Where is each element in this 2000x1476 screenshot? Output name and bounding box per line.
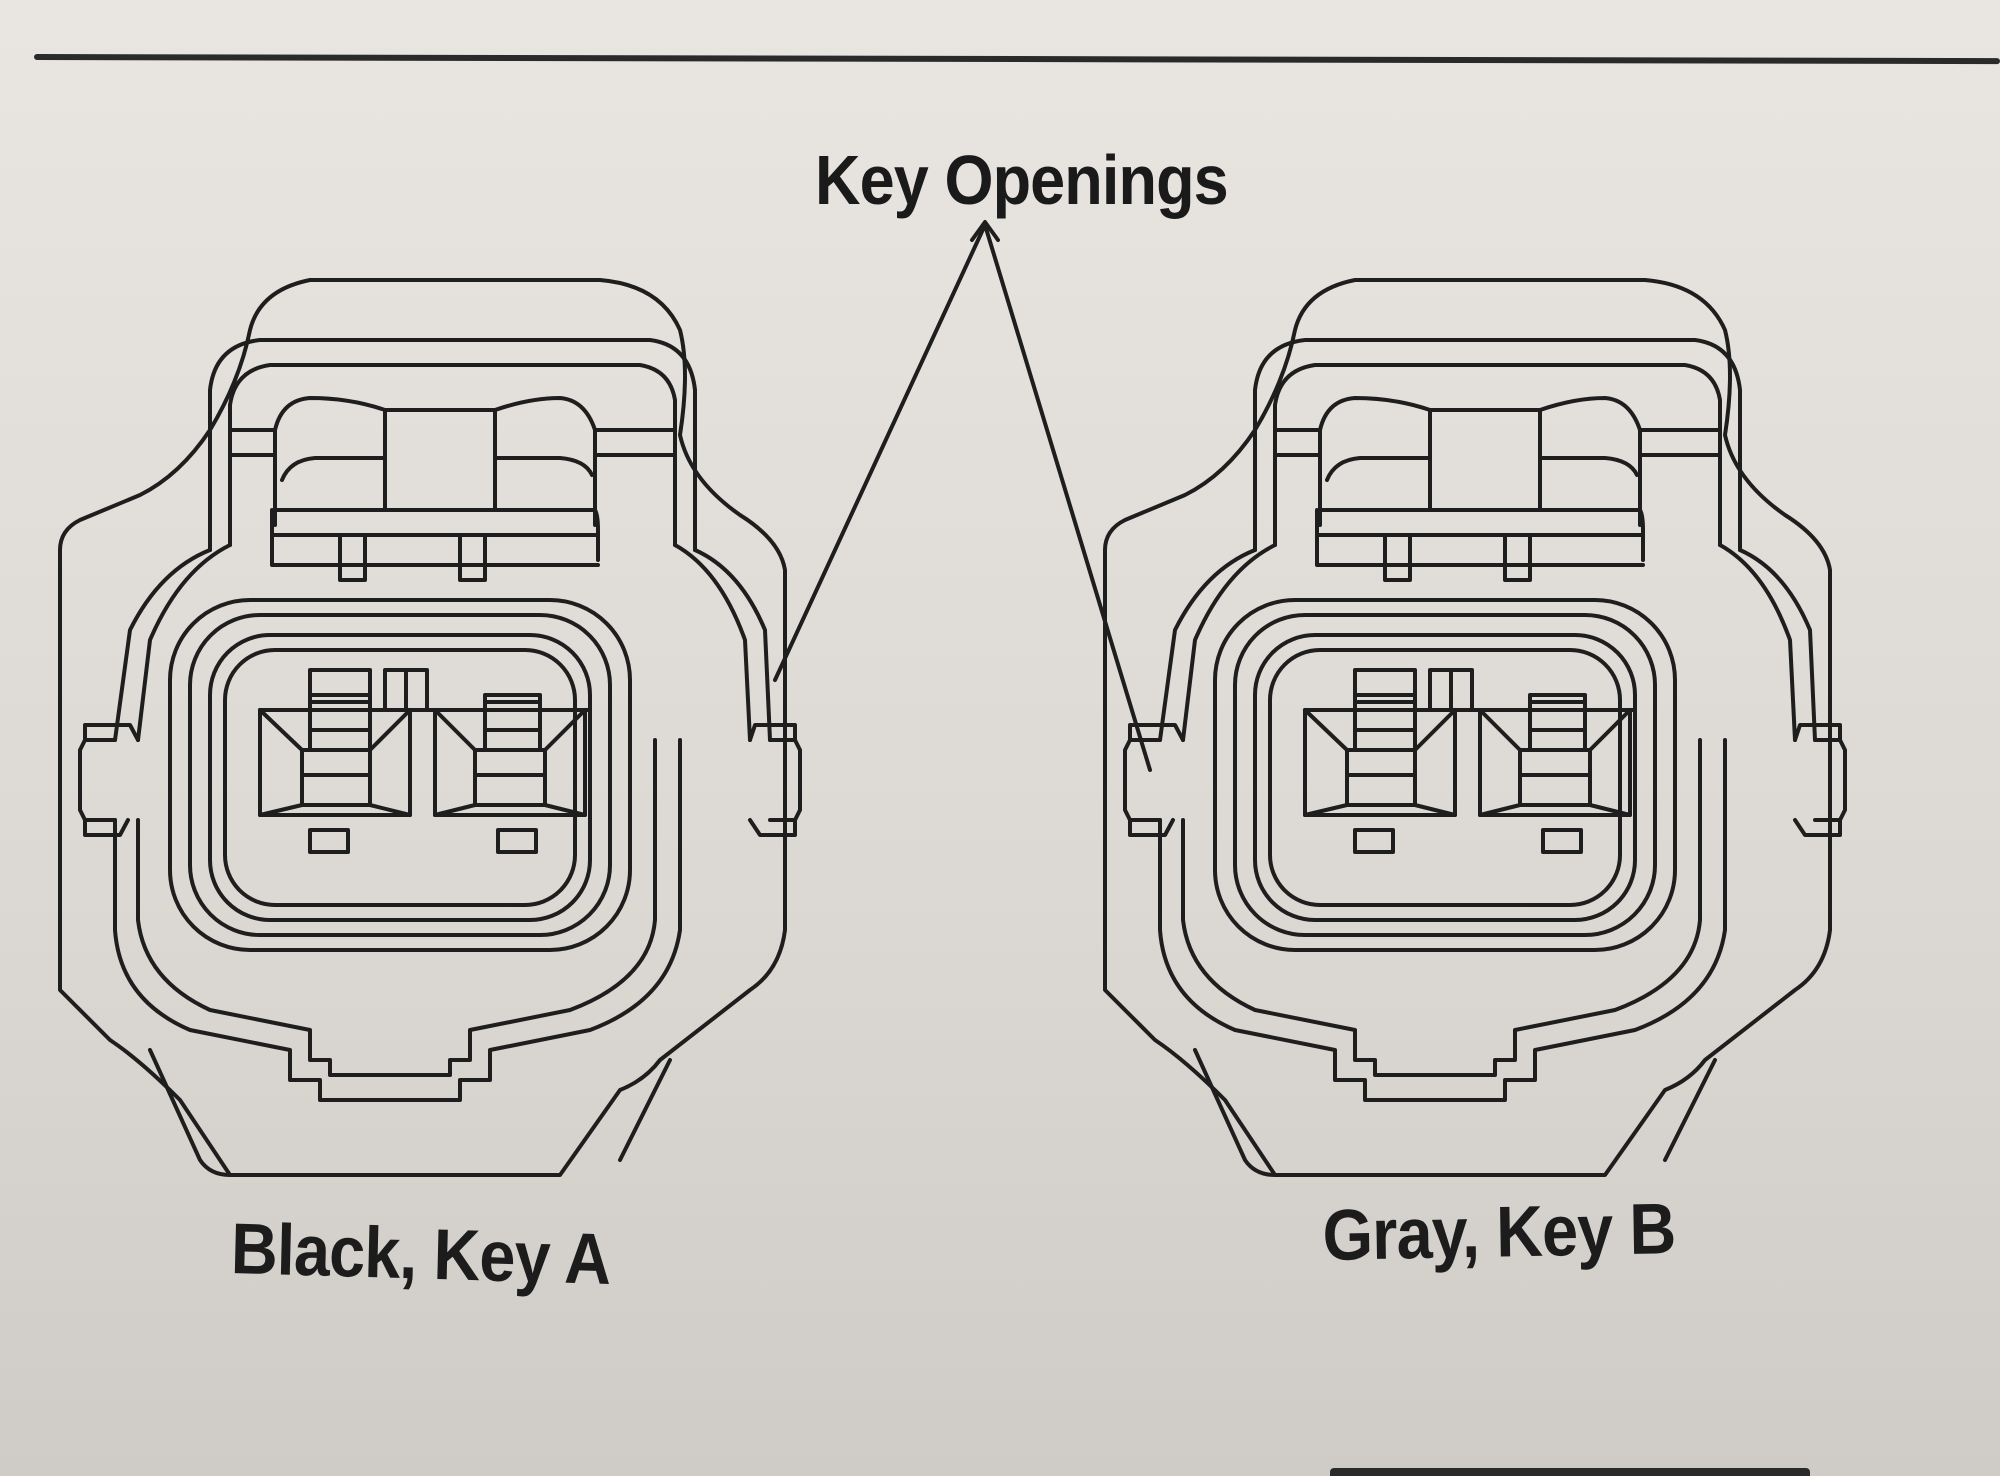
caption-black-key-a: Black, Key A bbox=[230, 1208, 612, 1301]
key-openings-label: Key Openings bbox=[815, 141, 1229, 219]
callout-leader-right bbox=[983, 223, 1152, 772]
callout-apex bbox=[970, 220, 1000, 242]
callout-leader-left bbox=[773, 223, 987, 682]
connector-gray-key-b bbox=[1103, 278, 1847, 1177]
bottom-rule-fragment bbox=[1330, 1468, 1810, 1476]
caption-gray-key-b: Gray, Key B bbox=[1322, 1189, 1676, 1276]
connector-black-key-a bbox=[58, 278, 802, 1177]
